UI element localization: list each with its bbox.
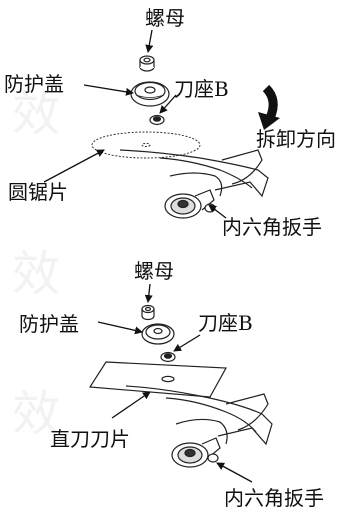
top-direction-label: 拆卸方向 [256,127,336,151]
top-guard-part [130,81,170,107]
top-removal-direction-arrow [262,84,278,120]
bottom-guard-part [141,323,175,345]
top-saw-blade-label: 圆锯片 [8,180,68,204]
bottom-assembly-drawing [88,304,273,468]
top-hex-wrench-label: 内六角扳手 [222,215,322,239]
top-assembly-drawing [91,55,280,219]
bottom-gearbox-part [125,385,273,468]
top-guard-label: 防护盖 [4,72,64,96]
top-gearbox-part [119,149,269,219]
watermark-glyphs: 效 效 效 [12,86,60,442]
top-leader-lines [43,29,227,219]
top-blade-seat-part [149,114,165,126]
top-blade-seat-label: 刀座B [174,77,229,101]
top-nut-label: 螺母 [145,6,185,30]
top-saw-blade-part [91,131,201,159]
svg-text:效: 效 [12,246,60,302]
top-removal-direction-arrowhead [258,112,280,130]
bottom-blade-seat-label: 刀座B [198,311,253,335]
bottom-blade-seat-part [160,351,176,363]
bottom-hex-wrench-label: 内六角扳手 [224,486,324,510]
top-nut-part [139,55,155,72]
svg-text:效: 效 [12,386,60,442]
bottom-straight-blade-part [88,361,227,398]
bottom-guard-label: 防护盖 [19,312,79,336]
svg-text:效: 效 [12,86,60,142]
bottom-straight-blade-label: 直刀刀片 [50,427,130,451]
bottom-nut-part [141,304,155,321]
bottom-nut-label: 螺母 [134,259,174,283]
bottom-leader-lines [97,283,253,483]
